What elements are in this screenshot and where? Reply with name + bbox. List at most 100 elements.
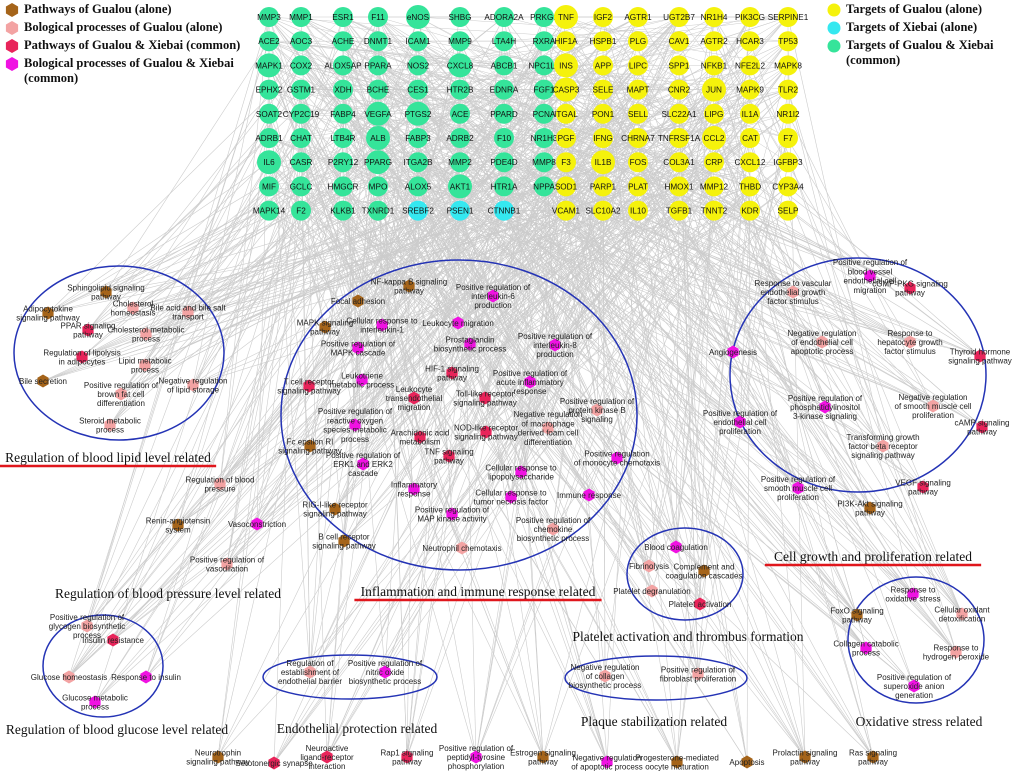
target-label: ADRB2 [446,134,474,143]
edge-line [713,137,871,509]
target-label: PGF [558,134,575,143]
function-node-serotonergic-synapse: Serotonergic synapse [235,756,313,770]
edge-line [417,89,789,163]
target-circle [368,79,388,100]
target-node-pcna: PCNA [533,103,556,124]
target-node-sele: SELE [593,79,614,100]
target-label: FABP4 [330,110,356,119]
hexagon-marker-icon [104,418,116,432]
function-label: Leukocyte migration [422,319,494,328]
hexagon-marker-icon [452,316,464,330]
legend_left-label: Bological processes of Gualou (alone) [24,20,223,34]
cluster-title-pressure: Regulation of blood pressure level relat… [55,586,281,601]
target-circle [450,103,470,124]
target-label: GCLC [290,182,313,191]
target-label: AKT1 [450,182,471,191]
target-label: CAT [742,134,758,143]
target-label: MMP8 [532,158,556,167]
target-label: F3 [561,158,571,167]
edge-line [268,65,544,758]
target-label: LTB4R [331,134,356,143]
hexagon-marker-icon [864,501,876,515]
target-node-mapk1: MAPK1 [255,53,283,78]
legend-right: Targets of Gualou (alone)Targets of Xieb… [826,2,1016,71]
edge-line [565,89,677,548]
target-circle [450,152,470,173]
edge-line [484,162,545,399]
edge-line [268,16,344,90]
edge-line [503,65,639,139]
target-circle [534,128,554,148]
target-node-mmp9: MMP9 [448,31,472,52]
edge-line [300,113,639,139]
target-label: ESR1 [332,13,354,22]
edge-line [377,162,806,758]
edge-line [678,113,874,758]
target-label: JUN [706,86,722,95]
target-label: MMP9 [448,37,472,46]
hexagon-marker-icon [221,557,233,571]
target-circle [628,200,648,221]
edge-line [144,41,344,366]
target-circle [291,200,311,221]
edge-line [542,89,715,758]
target-circle [554,77,578,102]
target-node-thbd: THBD [739,176,761,197]
target-node-tnfrsf1a: TNFRSF1A [658,128,701,148]
legend_left-label: Pathways of Gualou & Xiebai (common) [24,38,241,52]
target-node-plg: PLG [628,31,648,52]
hexagon-marker-icon [974,349,986,363]
edge-line [475,89,715,758]
target-label: ICAM1 [405,37,430,46]
target-circle [628,103,648,124]
target-circle [333,128,353,148]
target-circle [534,7,554,27]
target-node-kdr: KDR [740,200,760,221]
function-label: Platelet degranulation [613,587,690,596]
edge-line [342,65,545,139]
edge-line [342,65,680,90]
target-node-selp: SELP [778,200,799,221]
target-label: ACE2 [258,37,280,46]
target-node-soat2: SOAT2 [256,103,283,124]
hexagon-marker-icon [100,285,112,299]
edge-line [309,137,344,673]
hexagon-marker-icon [864,269,876,283]
hexagon-marker-icon [379,665,391,679]
edge-line [362,113,715,465]
hexagon-marker-icon [107,633,119,647]
target-label: SHBG [448,13,471,22]
target-label: MIF [262,182,276,191]
edge-line [406,186,505,758]
target-node-shbg: SHBG [448,7,472,27]
target-circle [368,55,388,76]
target-circle [333,79,353,100]
hexagon-marker-icon [140,670,152,684]
edge-line [94,162,567,703]
edge-line [604,89,680,677]
target-node-mapk8: MAPK8 [774,55,802,76]
target-label: MAPK9 [736,86,764,95]
target-node-alox5ap: ALOX5AP [324,55,362,76]
cluster-titles: Regulation of blood lipid level relatedI… [0,450,983,737]
hexagon-marker-icon [357,457,369,471]
target-label: TP53 [778,37,798,46]
target-circle [740,200,760,221]
function-label: Bile secretion [19,377,67,386]
